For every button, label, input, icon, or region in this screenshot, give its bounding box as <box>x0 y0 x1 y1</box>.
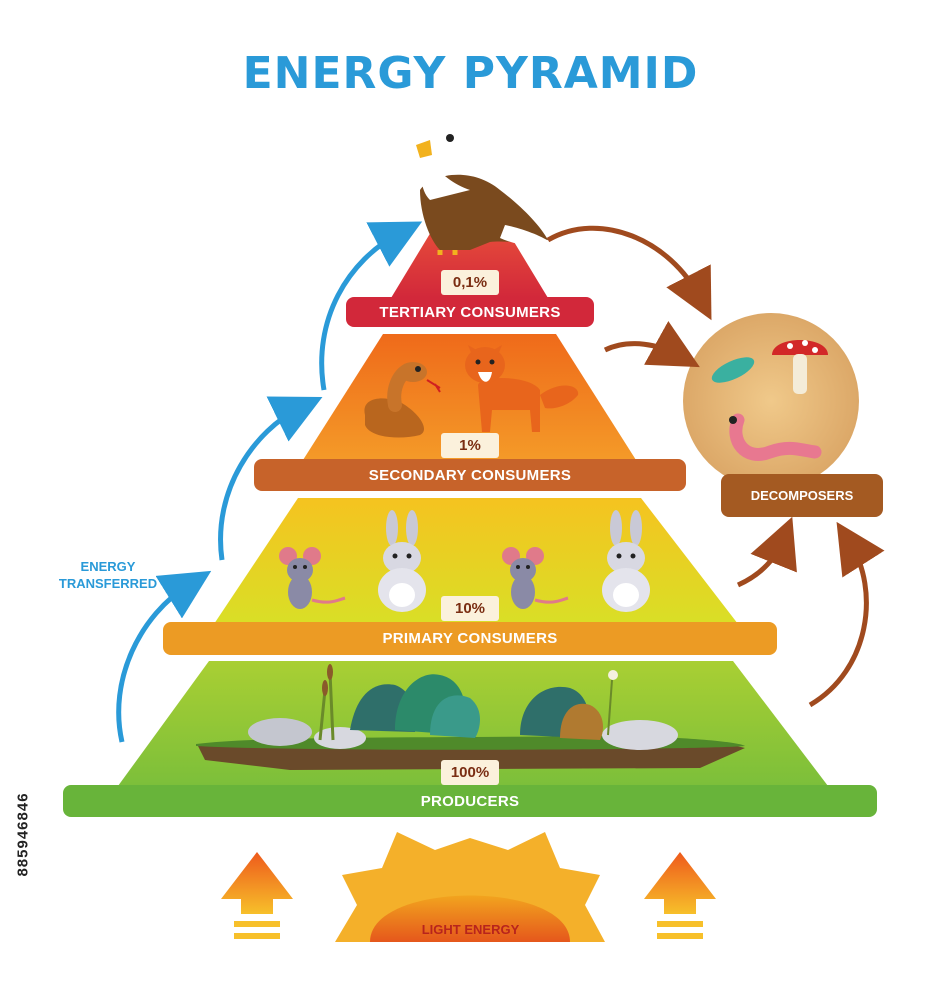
light-energy-label: LIGHT ENERGY <box>421 922 520 937</box>
tertiary-bar <box>346 297 594 327</box>
decomposer-arrows <box>546 225 885 708</box>
fox-icon <box>465 345 579 432</box>
page-title: ENERGY PYRAMID <box>242 48 699 99</box>
mouse-icon <box>502 547 569 609</box>
worm-icon <box>729 413 822 461</box>
decomposers-label: DECOMPOSERS <box>750 488 854 503</box>
secondary-label: SECONDARY CONSUMERS <box>368 467 572 484</box>
snake-icon <box>364 362 441 438</box>
rabbit-icon <box>378 510 426 612</box>
mouse-icon <box>279 547 346 609</box>
decomposers-circle <box>683 313 859 489</box>
eagle-icon <box>416 123 550 255</box>
secondary-percent: 1% <box>441 433 499 458</box>
energy-transferred-line1: ENERGY <box>80 559 136 574</box>
stock-id-text: 885946846 <box>14 792 32 877</box>
energy-transferred-label: ENERGY TRANSFERRED <box>52 558 164 592</box>
producers-percent: 100% <box>441 760 499 785</box>
producers-label: PRODUCERS <box>420 793 520 810</box>
up-arrow-icon <box>221 852 293 939</box>
plants-icon <box>196 664 745 770</box>
primary-percent: 10% <box>441 596 499 621</box>
rabbit-icon <box>602 510 650 612</box>
up-arrow-icon <box>644 852 716 939</box>
stock-id: 885946846 <box>8 756 38 926</box>
primary-bar <box>163 622 777 655</box>
producers-bar <box>63 785 877 817</box>
energy-arrows <box>116 221 423 743</box>
mushroom-icon <box>772 340 828 394</box>
bacteria-icon <box>711 357 755 383</box>
energy-transferred-line2: TRANSFERRED <box>58 576 158 591</box>
decomposers-bar <box>721 474 883 517</box>
primary-label: PRIMARY CONSUMERS <box>382 630 558 647</box>
tertiary-label: TERTIARY CONSUMERS <box>379 304 561 321</box>
sun-icon <box>335 832 605 942</box>
tertiary-percent: 0,1% <box>441 270 499 295</box>
secondary-bar <box>254 459 686 491</box>
